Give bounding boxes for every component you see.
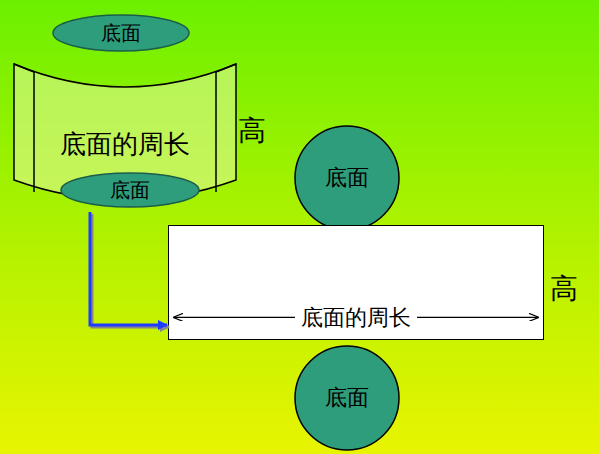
height-label: 高 [238, 112, 266, 150]
band-curl [14, 64, 34, 192]
band-curl [216, 64, 236, 192]
ellipse-fill [53, 15, 189, 51]
node-label: 底面 [325, 165, 369, 190]
node-label: 底面 [101, 22, 141, 45]
node-label: 底面 [325, 385, 369, 410]
lateral-rectangle: 底面的周长 [168, 225, 544, 340]
base-ellipse: 底面 [52, 14, 190, 52]
circle-fill [295, 346, 399, 450]
node-label: 底面 [110, 179, 150, 202]
height-label: 高 [550, 270, 578, 308]
base-circle: 底面 [294, 125, 400, 231]
base-ellipse: 底面 [60, 172, 200, 208]
transform-arrow [90, 212, 167, 325]
rect-fill [169, 226, 544, 340]
circle-fill [295, 126, 399, 230]
node-label: 底面的周长 [301, 305, 411, 330]
base-circle: 底面 [294, 345, 400, 451]
node-label: 底面的周长 [60, 130, 190, 160]
ellipse-fill [61, 173, 199, 207]
